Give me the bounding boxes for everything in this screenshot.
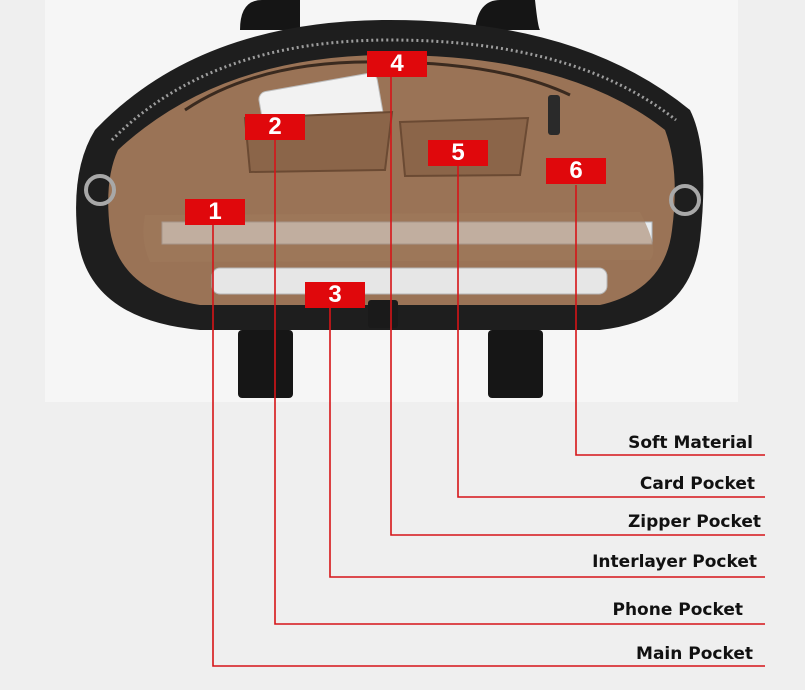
marker-2: 2 — [245, 114, 305, 140]
callout-phone-pocket: Phone Pocket — [612, 600, 743, 620]
leader-line-3 — [329, 305, 765, 578]
leader-line-2 — [274, 140, 765, 625]
marker-5: 5 — [428, 140, 488, 166]
leader-line-5 — [457, 166, 765, 498]
tablet-image — [211, 267, 608, 295]
leader-lines — [212, 76, 765, 667]
callout-interlayer-pocket: Interlayer Pocket — [592, 552, 757, 572]
side-ring-right — [669, 184, 701, 216]
leader-line-6 — [575, 185, 765, 456]
marker-4: 4 — [367, 51, 427, 77]
marker-6: 6 — [546, 158, 606, 184]
leader-line-1 — [212, 225, 765, 667]
callout-main-pocket: Main Pocket — [636, 644, 753, 664]
interlayer-divider — [143, 212, 654, 262]
marker-3: 3 — [305, 282, 365, 308]
callout-card-pocket: Card Pocket — [639, 474, 755, 494]
callout-soft-material: Soft Material — [628, 433, 753, 453]
center-strap — [368, 300, 398, 328]
zipper-pull-icon — [548, 95, 560, 135]
bottom-handle-right — [488, 330, 543, 398]
top-handle-right — [475, 0, 540, 30]
top-handle-left — [240, 0, 300, 30]
callout-zipper-pocket: Zipper Pocket — [627, 512, 761, 532]
leader-line-4 — [390, 76, 765, 536]
bottom-handle-left — [238, 330, 293, 398]
side-ring-left — [84, 174, 116, 206]
marker-1: 1 — [185, 199, 245, 225]
